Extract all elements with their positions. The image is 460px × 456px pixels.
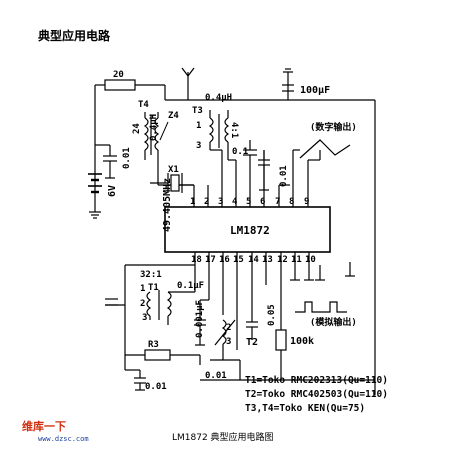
resistor-100k-label: 100k: [290, 336, 314, 347]
t3-pin-1: 1: [196, 121, 201, 131]
battery-icon: [88, 173, 102, 219]
t1-pin-2: 2: [140, 299, 145, 309]
pin-4-label: 4: [232, 197, 238, 207]
capacitor-left-001-label: 0.01: [122, 147, 132, 169]
pin-9-label: 9: [304, 197, 309, 207]
t1-transformer: [105, 264, 196, 371]
figure-caption: LM1872 典型应用电路图: [172, 433, 274, 443]
resistor-r3-label: R3: [148, 340, 159, 350]
capacitor-bottom-001-label: 0.01: [145, 382, 167, 392]
t3-inductor: [208, 110, 236, 165]
t3-label: T3: [192, 106, 203, 116]
t2-transformer: [210, 268, 240, 361]
pin-5-label: 5: [246, 197, 251, 207]
resistor-20: [104, 79, 136, 91]
pin-14-label: 14: [248, 255, 259, 265]
pin-2-label: 2: [204, 197, 209, 207]
capacitor-mid-001-label: 0.01: [279, 165, 289, 187]
watermark-site: www.dzsc.com: [38, 435, 89, 443]
capacitor-left-001: [95, 144, 117, 179]
digital-output-arrow: [299, 139, 351, 159]
ic-label: LM1872: [230, 224, 270, 237]
ratio-321-label: 32:1: [140, 270, 162, 280]
resistor-100k: [275, 300, 287, 360]
t1-pin-3: 3: [142, 313, 147, 323]
pin-18-label: 18: [191, 255, 202, 265]
page-heading: 典型应用电路: [38, 29, 111, 43]
ratio-41-label: 4:1: [229, 122, 239, 138]
ground-symbols-right: [290, 262, 355, 281]
t2-pin-3: 3: [226, 337, 231, 347]
note-t1: T1=Toko RMC202313(Qu=110): [245, 375, 388, 386]
pin-3-label: 3: [218, 197, 223, 207]
t2-pin-2: 2: [226, 323, 231, 333]
pin-6-label: 6: [260, 197, 265, 207]
pin-12-label: 12: [277, 255, 288, 265]
pin-10-label: 10: [305, 255, 316, 265]
frequency-label: 49.405MHz: [162, 178, 173, 232]
analog-output-label: (模拟输出): [310, 316, 357, 328]
capacitor-01uf-label: 0.1μF: [177, 281, 204, 291]
pin-16-label: 16: [219, 255, 230, 265]
t1-label: T1: [148, 283, 159, 293]
capacitor-005-label: 0.05: [267, 304, 277, 326]
capacitor-0001uf-label: 0.001μF: [195, 300, 205, 338]
pin-15-label: 15: [233, 255, 244, 265]
pin-1-label: 1: [190, 197, 195, 207]
t3-pin-3: 3: [196, 141, 201, 151]
pin-11-label: 11: [291, 255, 302, 265]
capacitor-005: [246, 300, 258, 340]
t4-label: T4: [138, 100, 149, 110]
pin-17-label: 17: [205, 255, 216, 265]
capacitor-100uf: [282, 68, 294, 92]
analog-output-waveform: [295, 301, 347, 313]
antenna-icon: [181, 67, 195, 100]
capacitor-100uf-label: 100μF: [300, 85, 330, 96]
crystal-label: X1: [168, 165, 179, 175]
l04uh-b-label: 0.4μH: [205, 93, 232, 103]
crystal-x1: [150, 173, 194, 193]
note-t3-t4: T3,T4=Toko KEN(Qu=75): [245, 403, 365, 414]
resistor-20-label: 20: [113, 70, 124, 80]
t2-label: T2: [246, 337, 258, 348]
note-t2: T2=Toko RMC402503(Qu=110): [245, 389, 388, 400]
capacitor-bottom-001: [134, 370, 146, 391]
capacitor-01-label: 0.1: [232, 147, 248, 157]
resistor-r3: [144, 349, 171, 361]
c24-label: 24: [132, 123, 142, 134]
watermark-brand: 维库一下: [22, 420, 66, 433]
capacitor-01: [243, 140, 257, 160]
z4-label: Z4: [168, 111, 179, 121]
pin-7-label: 7: [275, 197, 280, 207]
battery-label: 6V: [107, 185, 118, 197]
lm1872-ic-body: [164, 206, 331, 253]
digital-output-label: (数字输出): [310, 121, 357, 133]
t1-pin-1: 1: [140, 284, 145, 294]
pin-8-label: 8: [289, 197, 294, 207]
bottom-pin-leads: [194, 252, 310, 330]
pin-13-label: 13: [262, 255, 273, 265]
l04uh-a-label: 0.4μH: [149, 114, 159, 141]
capacitor-mid-001: [258, 150, 270, 191]
capacitor-0001uf: [194, 299, 209, 346]
capacitor-bottom-001b-label: 0.01: [205, 371, 227, 381]
